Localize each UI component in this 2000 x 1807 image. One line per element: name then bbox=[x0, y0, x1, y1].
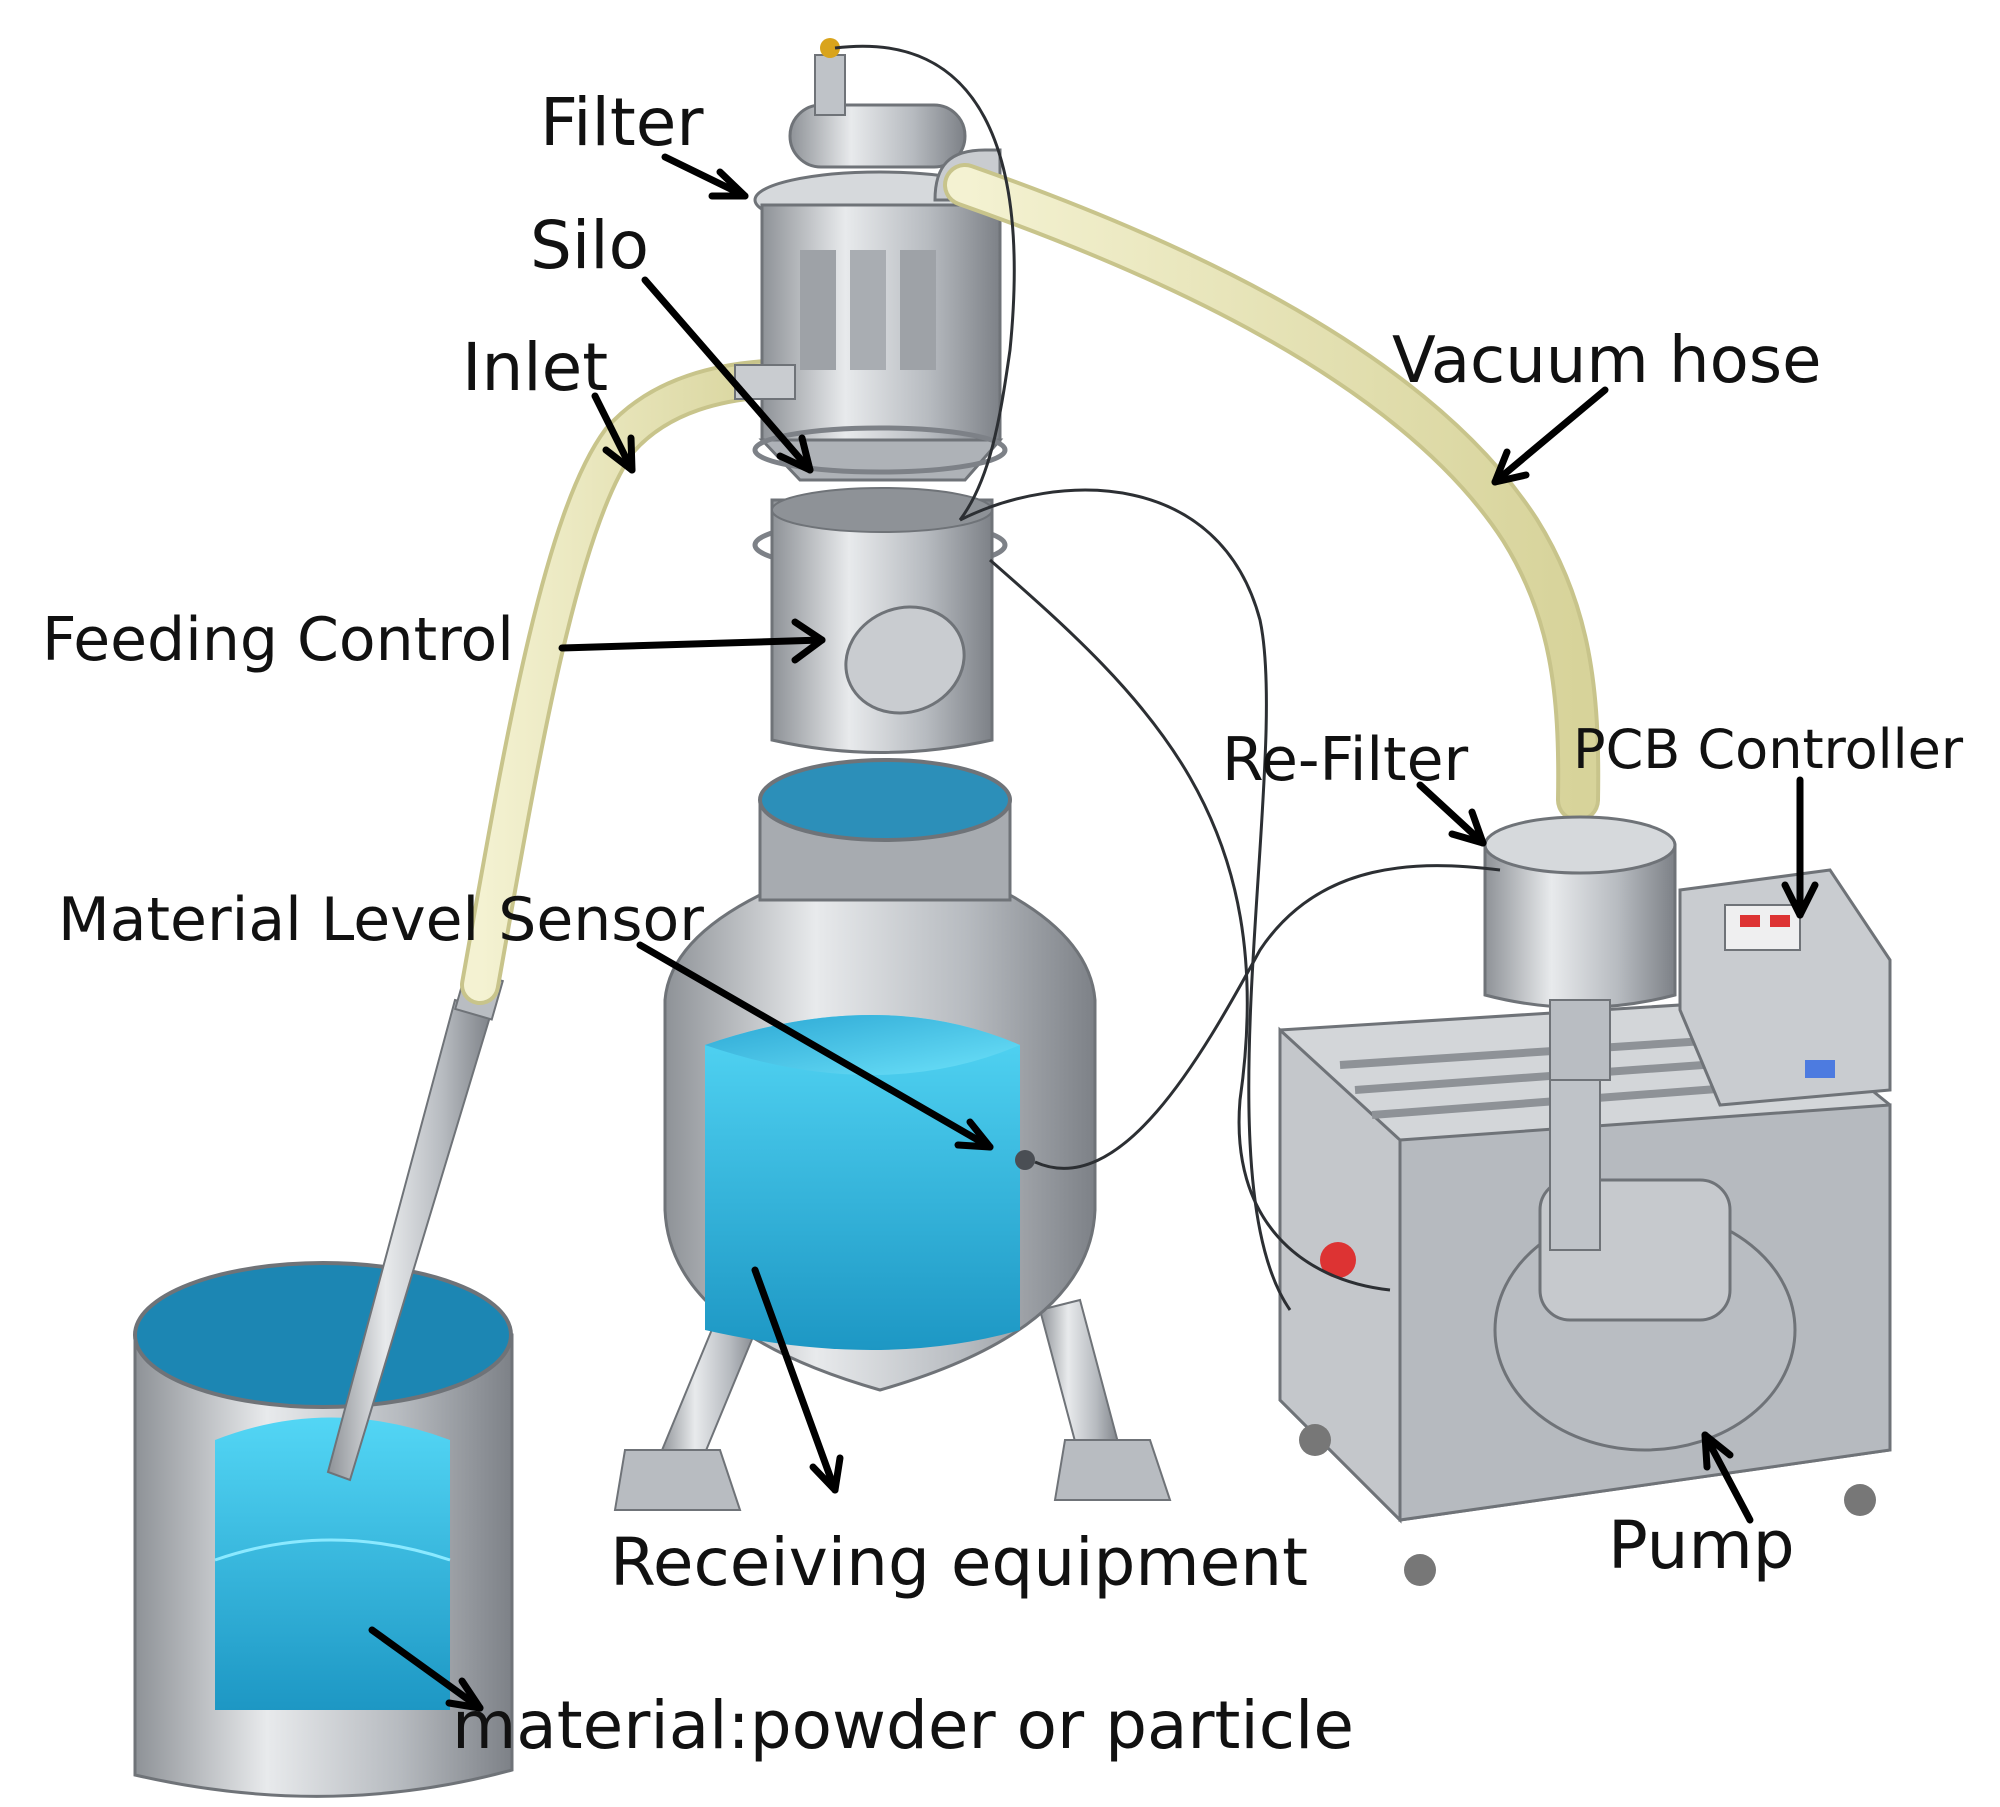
label-material: material:powder or particle bbox=[452, 1687, 1354, 1764]
label-inlet: Inlet bbox=[462, 329, 608, 406]
label-silo: Silo bbox=[530, 207, 649, 284]
label-material-level-sensor: Material Level Sensor bbox=[58, 885, 704, 955]
label-feeding-control: Feeding Control bbox=[42, 605, 514, 675]
label-vacuum-hose: Vacuum hose bbox=[1392, 324, 1821, 398]
signal-cables bbox=[834, 44, 1501, 1311]
leader-arrows bbox=[368, 153, 1819, 1712]
silo-assembly bbox=[734, 38, 1008, 754]
pump-cabinet bbox=[1278, 868, 1892, 1586]
receiving-tank bbox=[613, 758, 1172, 1511]
re-filter bbox=[1483, 815, 1677, 1081]
label-re-filter: Re-Filter bbox=[1222, 725, 1468, 795]
label-receiving-equipment: Receiving equipment bbox=[610, 1524, 1308, 1601]
label-pump: Pump bbox=[1608, 1507, 1795, 1584]
label-pcb-controller: PCB Controller bbox=[1573, 718, 1964, 781]
material-bucket bbox=[133, 1261, 514, 1798]
label-filter: Filter bbox=[540, 84, 704, 161]
